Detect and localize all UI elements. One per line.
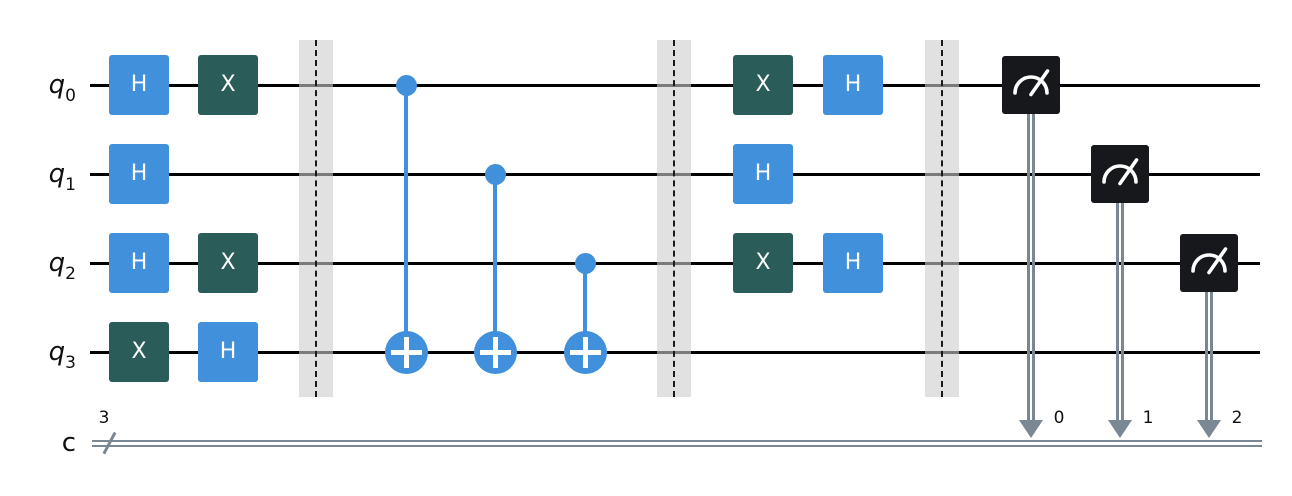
- measure-gate-0: [1002, 56, 1060, 114]
- qubit-index: 1: [65, 175, 76, 196]
- x-gate-9: X: [733, 233, 793, 293]
- qubit-index: 2: [65, 264, 76, 285]
- cnot-control-dot-2: [574, 252, 596, 274]
- target-plus-vertical: [403, 336, 409, 368]
- hadamard-gate-2: H: [109, 233, 169, 293]
- measure-arrow-1: [1108, 420, 1132, 438]
- classical-bus-width-label: 3: [98, 408, 110, 428]
- hadamard-gate-11: H: [823, 233, 883, 293]
- cnot-connector-2: [582, 263, 588, 352]
- cnot-target-2: [563, 330, 607, 374]
- measure-icon: [1013, 69, 1050, 97]
- qubit-name: q: [48, 70, 66, 100]
- qubit-label-3: q3: [8, 334, 76, 374]
- classical-register-label: c: [61, 428, 76, 458]
- measure-wire-2-0: [1205, 292, 1208, 420]
- measure-gate-2: [1180, 234, 1238, 292]
- classical-bus-slash: [102, 431, 117, 455]
- measure-icon: [1102, 158, 1139, 186]
- clbit-index-label-0: 0: [1053, 408, 1065, 428]
- cnot-control-dot-0: [395, 74, 417, 96]
- target-plus-vertical: [492, 336, 498, 368]
- cnot-target-0: [384, 330, 428, 374]
- classical-wire-line-0: [92, 439, 1262, 442]
- qubit-index: 3: [65, 353, 76, 374]
- cnot-control-dot-1: [484, 163, 506, 185]
- qubit-index: 0: [65, 86, 76, 107]
- qubit-name: q: [48, 337, 66, 367]
- clbit-index-label-1: 1: [1142, 408, 1154, 428]
- hadamard-gate-6: H: [198, 322, 258, 382]
- hadamard-gate-1: H: [109, 144, 169, 204]
- qubit-label-1: q1: [8, 156, 76, 196]
- target-plus-vertical: [582, 336, 588, 368]
- hadamard-gate-8: H: [733, 144, 793, 204]
- measure-wire-0-1: [1032, 114, 1035, 420]
- classical-wire-line-1: [92, 444, 1262, 447]
- barrier-dashed-line-0: [314, 40, 317, 397]
- hadamard-gate-0: H: [109, 55, 169, 115]
- x-gate-5: X: [198, 233, 258, 293]
- x-gate-4: X: [198, 55, 258, 115]
- cnot-connector-0: [403, 85, 409, 352]
- qubit-name: q: [48, 248, 66, 278]
- clbit-index-label-2: 2: [1231, 408, 1243, 428]
- barrier-dashed-line-1: [672, 40, 675, 397]
- cnot-connector-1: [492, 174, 498, 352]
- measure-wire-2-1: [1210, 292, 1213, 420]
- qubit-label-2: q2: [8, 245, 76, 285]
- measure-wire-1-0: [1116, 203, 1119, 420]
- measure-arrow-0: [1019, 420, 1043, 438]
- barrier-dashed-line-2: [940, 40, 943, 397]
- measure-gate-1: [1091, 145, 1149, 203]
- measure-wire-0-0: [1027, 114, 1030, 420]
- qubit-name: q: [48, 159, 66, 189]
- x-gate-7: X: [733, 55, 793, 115]
- cnot-target-1: [473, 330, 517, 374]
- measure-icon: [1191, 247, 1228, 275]
- hadamard-gate-10: H: [823, 55, 883, 115]
- x-gate-3: X: [109, 322, 169, 382]
- measure-wire-1-1: [1121, 203, 1124, 420]
- qubit-label-0: q0: [8, 67, 76, 107]
- measure-arrow-2: [1197, 420, 1221, 438]
